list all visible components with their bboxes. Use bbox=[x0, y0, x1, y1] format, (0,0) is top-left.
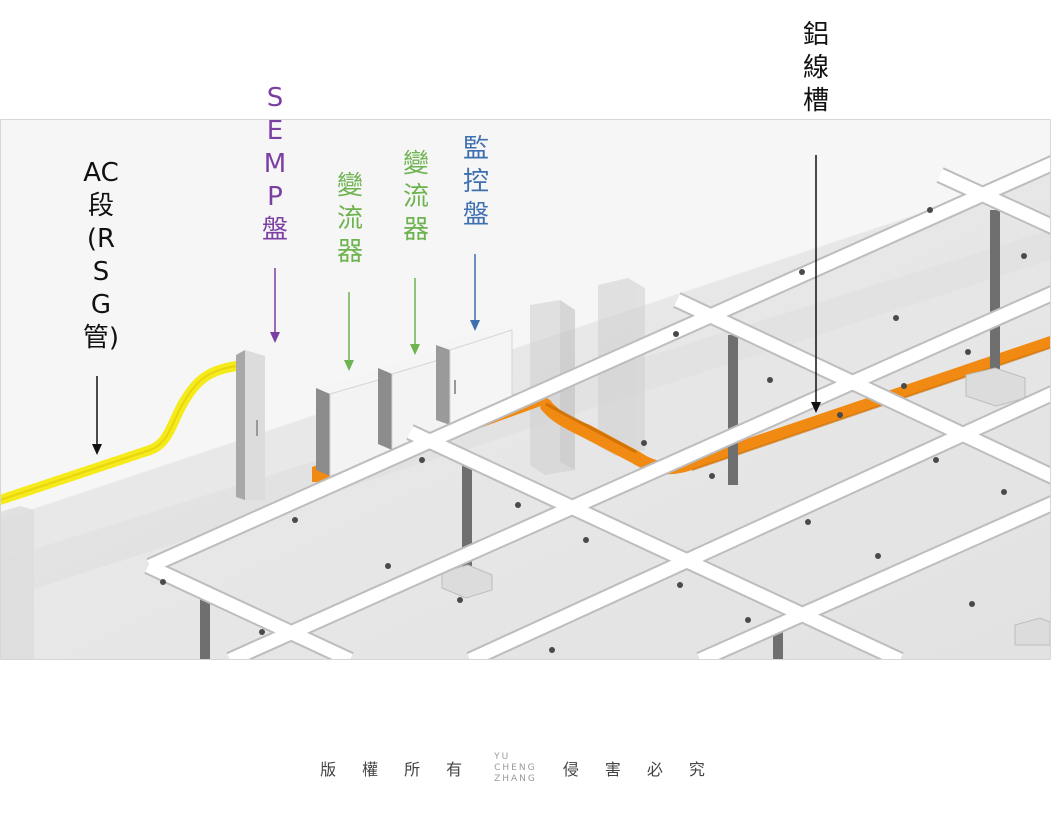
semp-panel bbox=[236, 350, 265, 500]
monitoring-panel bbox=[436, 325, 513, 426]
copyright-right-text: 侵害必究 bbox=[562, 760, 731, 779]
author-logo: YU CHENG ZHANG bbox=[494, 752, 537, 785]
aluminum-trough-label: 鋁 線 槽 bbox=[802, 20, 829, 116]
inverter-1-label: 變 流 器 bbox=[336, 171, 363, 267]
copyright-footer: 版權所有 YU CHENG ZHANG 侵害必究 bbox=[0, 748, 1051, 788]
semp-panel-label: S E M P 盤 bbox=[261, 83, 288, 245]
monitor-panel-label: 監 控 盤 bbox=[462, 134, 489, 230]
steel-rack bbox=[144, 155, 1050, 659]
logo-line-2: CHENG bbox=[494, 762, 537, 773]
rack-bolts bbox=[160, 207, 1027, 653]
post-feet bbox=[441, 367, 1050, 646]
logo-line-1: YU bbox=[494, 751, 511, 762]
copyright-left-text: 版權所有 bbox=[320, 760, 489, 779]
rack-posts bbox=[200, 210, 1000, 659]
logo-line-3: ZHANG bbox=[494, 773, 537, 784]
ac-rsg-label: AC 段 (R S G 管) bbox=[82, 158, 120, 353]
left-ghost-panel bbox=[1, 506, 34, 659]
inverter-2-label: 變 流 器 bbox=[402, 149, 429, 245]
pointer-arrows bbox=[92, 155, 821, 455]
